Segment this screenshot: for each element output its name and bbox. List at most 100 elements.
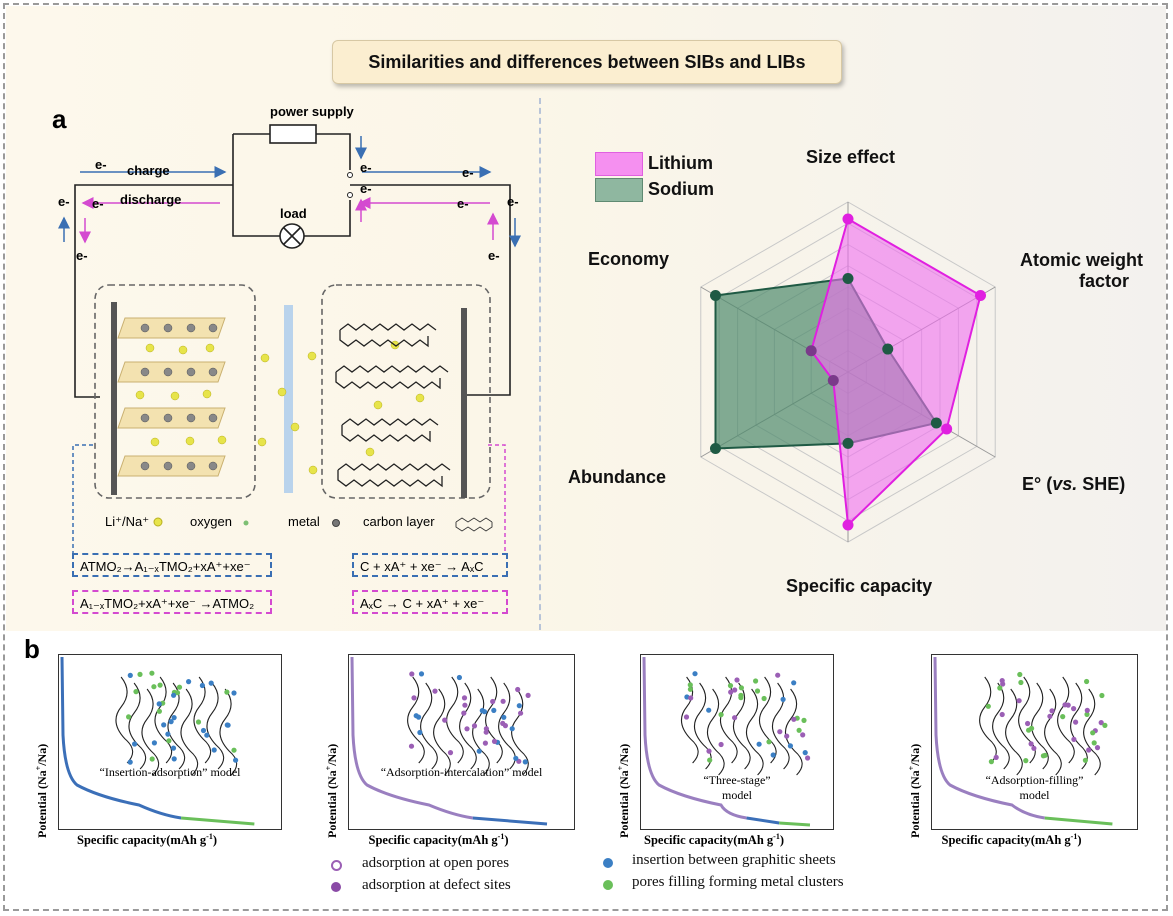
ion-dot: [462, 702, 468, 708]
ion-dot: [753, 678, 759, 684]
ion-dot: [156, 701, 162, 707]
equation-cathode-charge: ATMO₂→A₁₋ₓTMO₂+xA⁺+xe⁻: [72, 553, 272, 577]
ion-dot: [176, 684, 183, 690]
panel-b-letter: b: [24, 634, 40, 664]
ion-dot: [126, 714, 132, 720]
ion-dot: [728, 689, 734, 695]
x-axis-label-tail: ): [1077, 833, 1082, 848]
ion-dot: [500, 720, 506, 726]
legend-ion: Li⁺/Na⁺: [105, 514, 150, 529]
ion-dot: [1082, 757, 1088, 763]
power-supply-label: power supply: [270, 104, 354, 119]
ion-dot: [411, 695, 417, 701]
figure-title: Similarities and differences between SIB…: [332, 40, 842, 84]
carbon-layers: [335, 323, 451, 488]
legend-insertion-marker: [603, 858, 613, 868]
model-label-line2: model: [1019, 788, 1050, 802]
ion-dot: [692, 671, 698, 677]
ion-dot: [447, 750, 454, 756]
charge-label: charge: [127, 163, 170, 178]
ion-dot: [518, 710, 524, 716]
ion-dot: [208, 680, 214, 686]
cathode-collector: [111, 302, 117, 495]
sodium-point: [709, 290, 721, 301]
x-axis-label-main: Specific capacity(mAh g: [941, 833, 1071, 848]
ion-dot: [127, 759, 133, 765]
ion-dot: [770, 752, 776, 758]
sodium-point: [882, 343, 894, 355]
ion-dot: [461, 695, 468, 701]
ion-dot: [1017, 671, 1023, 678]
ion-dot: [780, 696, 786, 702]
ion-dot: [509, 726, 515, 732]
x-axis-label-sup: -1: [497, 832, 505, 841]
ion-dot: [993, 754, 999, 760]
legend-open-pores: adsorption at open pores: [362, 855, 510, 871]
ion-dot: [1084, 678, 1090, 685]
ion-dot: [805, 755, 811, 761]
ion-dot: [476, 748, 482, 754]
ion-dot: [151, 740, 157, 746]
axis-label-atomic-line2: factor: [1079, 271, 1130, 291]
voltage-profile-chart-1: “Insertion-adsorption” model: [58, 654, 282, 830]
ion-dot: [791, 716, 797, 722]
ion-dot: [408, 743, 415, 749]
ion-dot: [1071, 736, 1077, 742]
lithium-point: [842, 213, 854, 225]
y-axis-label-sup: +: [907, 765, 916, 771]
axis-label-e0-vs: vs.: [1052, 474, 1078, 494]
ion-dot: [1049, 708, 1055, 714]
anode-box: [321, 284, 491, 499]
equation-cathode-discharge: A₁₋ₓTMO₂+xA⁺+xe⁻ →ATMO₂: [72, 590, 272, 614]
x-axis-label-sup: -1: [773, 832, 780, 841]
ion-dot: [1018, 679, 1024, 686]
ion-dot: [688, 695, 694, 701]
separator: [284, 305, 293, 493]
ion-dot: [1023, 758, 1029, 764]
ion-dot: [501, 714, 507, 720]
ion-dot: [1084, 711, 1090, 717]
ion-dot: [186, 679, 192, 685]
lithium-point: [805, 345, 817, 357]
ion-dot: [195, 719, 202, 725]
electron-label-5: e-: [360, 160, 372, 175]
ion-dot: [787, 743, 793, 749]
legend-sodium-swatch: [595, 178, 643, 202]
ion-dot: [500, 698, 506, 704]
ion-dot: [522, 759, 528, 765]
ion-dot: [231, 747, 237, 753]
ion-dot: [1099, 692, 1105, 699]
ion-dot: [456, 674, 462, 681]
axis-label-specific-capacity: Specific capacity: [786, 576, 933, 596]
axis-label-atomic-line1: Atomic weight: [1020, 250, 1144, 270]
ion-dot: [149, 756, 155, 762]
discharge-label: discharge: [120, 192, 182, 207]
hard-carbon-structure: [979, 676, 1101, 776]
ion-dot: [416, 714, 422, 720]
equation-anode-discharge: AₓC → C + xA⁺ + xe⁻: [352, 590, 508, 614]
ion-dot: [727, 683, 734, 689]
x-axis-label-main: Specific capacity(mAh g: [77, 833, 207, 848]
model-label-line1: “Three-stage”: [703, 773, 771, 787]
ion-dot: [174, 690, 181, 696]
ion-dot: [513, 755, 519, 761]
x-axis-label-tail: ): [212, 833, 217, 848]
equation-anode-charge: C + xA⁺ + xe⁻ → AₓC: [352, 553, 508, 577]
ion-dot: [732, 687, 738, 693]
ion-dot: [802, 750, 808, 756]
electron-label-9: e-: [507, 194, 519, 209]
electron-label-4: e-: [76, 248, 88, 263]
panel-a-letter: a: [52, 104, 67, 134]
x-axis-label-tail: ): [504, 833, 509, 848]
ion-dot: [775, 672, 781, 678]
load-label: load: [280, 206, 307, 221]
ion-dot: [1098, 720, 1104, 726]
axis-label-e0-part1: E° (: [1022, 474, 1053, 494]
hard-carbon-structure: [680, 676, 803, 776]
ion-dot: [127, 672, 133, 678]
ion-dot: [231, 690, 237, 696]
ion-dot: [482, 740, 488, 746]
ion-dot: [732, 715, 738, 721]
axis-label-abundance: Abundance: [568, 467, 667, 487]
y-axis-label-tail: /Na): [908, 743, 922, 766]
